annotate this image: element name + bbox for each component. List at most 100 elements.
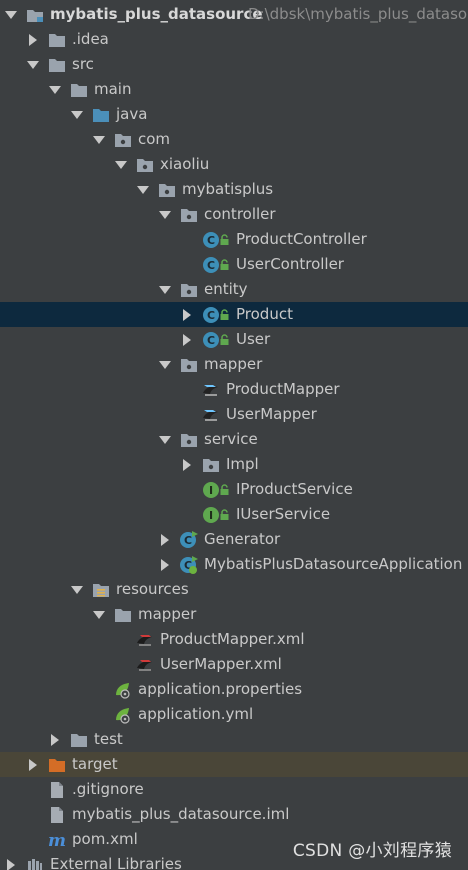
chevron-down-icon[interactable] xyxy=(158,277,172,302)
xml-mapper-icon xyxy=(134,652,156,677)
tree-node-application-yml[interactable]: application.yml xyxy=(0,702,468,727)
tree-node-label: mybatisplus xyxy=(182,177,273,202)
chevron-down-icon[interactable] xyxy=(70,577,84,602)
svg-text:C: C xyxy=(207,234,215,247)
tree-node-usermapper[interactable]: UserMapper xyxy=(0,402,468,427)
tree-node-label: test xyxy=(94,727,123,752)
tree-node-label: UserController xyxy=(236,252,344,277)
tree-node-label: ProductMapper.xml xyxy=(160,627,305,652)
folder-icon xyxy=(112,602,134,627)
package-icon xyxy=(178,427,200,452)
tree-node-test[interactable]: test xyxy=(0,727,468,752)
chevron-right-icon[interactable] xyxy=(26,27,40,52)
tree-node-target[interactable]: target xyxy=(0,752,468,777)
chevron-down-icon[interactable] xyxy=(114,152,128,177)
chevron-down-icon[interactable] xyxy=(92,127,106,152)
tree-node-gitignore[interactable]: .gitignore xyxy=(0,777,468,802)
tree-node-label: application.properties xyxy=(138,677,302,702)
tree-node-label: controller xyxy=(204,202,276,227)
tree-node-productmapper-xml[interactable]: ProductMapper.xml xyxy=(0,627,468,652)
tree-node-controller[interactable]: controller xyxy=(0,202,468,227)
tree-node-mapper[interactable]: mapper xyxy=(0,352,468,377)
tree-node-label: ProductController xyxy=(236,227,367,252)
file-icon xyxy=(46,802,68,827)
chevron-right-icon[interactable] xyxy=(48,727,62,752)
module-folder-icon xyxy=(24,2,46,27)
chevron-down-icon[interactable] xyxy=(158,352,172,377)
library-icon xyxy=(24,852,46,870)
tree-node-label: .gitignore xyxy=(72,777,144,802)
tree-node-src[interactable]: src xyxy=(0,52,468,77)
svg-text:C: C xyxy=(207,309,215,322)
chevron-down-icon[interactable] xyxy=(92,602,106,627)
chevron-down-icon[interactable] xyxy=(4,2,18,27)
lock-icon xyxy=(217,302,231,327)
chevron-right-icon[interactable] xyxy=(26,752,40,777)
chevron-right-icon[interactable] xyxy=(4,852,18,870)
tree-node-label: MybatisPlusDatasourceApplication xyxy=(204,552,462,577)
chevron-right-icon[interactable] xyxy=(180,327,194,352)
tree-node-productmapper[interactable]: ProductMapper xyxy=(0,377,468,402)
folder-icon xyxy=(46,52,68,77)
mapper-icon xyxy=(200,402,222,427)
package-icon xyxy=(112,127,134,152)
tree-node-service[interactable]: service xyxy=(0,427,468,452)
tree-node-usermapper-xml[interactable]: UserMapper.xml xyxy=(0,652,468,677)
tree-node-label: main xyxy=(94,77,131,102)
tree-node-main[interactable]: main xyxy=(0,77,468,102)
folder-icon xyxy=(46,27,68,52)
folder-icon xyxy=(68,77,90,102)
tree-node-label: target xyxy=(72,752,118,777)
spring-boot-class-icon: C xyxy=(178,552,200,577)
tree-node-idea[interactable]: .idea xyxy=(0,27,468,52)
chevron-right-icon[interactable] xyxy=(158,527,172,552)
tree-node-generator[interactable]: C Generator xyxy=(0,527,468,552)
watermark: CSDN @小刘程序猿 xyxy=(293,836,452,861)
file-icon xyxy=(46,777,68,802)
tree-node-productcontroller[interactable]: C ProductController xyxy=(0,227,468,252)
package-icon xyxy=(178,352,200,377)
tree-node-label: Generator xyxy=(204,527,280,552)
tree-node-label: pom.xml xyxy=(72,827,138,852)
chevron-right-icon[interactable] xyxy=(180,452,194,477)
package-icon xyxy=(134,152,156,177)
tree-node-mybatis-plus-datasource-iml[interactable]: mybatis_plus_datasource.iml xyxy=(0,802,468,827)
tree-node-label: resources xyxy=(116,577,189,602)
tree-node-xiaoliu[interactable]: xiaoliu xyxy=(0,152,468,177)
chevron-down-icon[interactable] xyxy=(48,77,62,102)
chevron-down-icon[interactable] xyxy=(26,52,40,77)
tree-node-com[interactable]: com xyxy=(0,127,468,152)
excluded-folder-icon xyxy=(46,752,68,777)
tree-node-resources[interactable]: resources xyxy=(0,577,468,602)
lock-icon xyxy=(217,252,231,277)
tree-node-mapper[interactable]: mapper xyxy=(0,602,468,627)
tree-node-java[interactable]: java xyxy=(0,102,468,127)
tree-node-label: mapper xyxy=(204,352,262,377)
tree-node-label: entity xyxy=(204,277,248,302)
svg-text:C: C xyxy=(184,534,192,547)
chevron-right-icon[interactable] xyxy=(180,302,194,327)
chevron-down-icon[interactable] xyxy=(70,102,84,127)
tree-node-entity[interactable]: entity xyxy=(0,277,468,302)
tree-node-label: Impl xyxy=(226,452,259,477)
chevron-down-icon[interactable] xyxy=(136,177,150,202)
chevron-down-icon[interactable] xyxy=(158,427,172,452)
tree-node-mybatisplus[interactable]: mybatisplus xyxy=(0,177,468,202)
source-folder-icon xyxy=(90,102,112,127)
tree-node-impl[interactable]: Impl xyxy=(0,452,468,477)
chevron-down-icon[interactable] xyxy=(158,202,172,227)
tree-node-label: IUserService xyxy=(236,502,330,527)
chevron-right-icon[interactable] xyxy=(158,552,172,577)
module-path: D:\dbsk\mybatis_plus_datasou xyxy=(248,2,468,27)
lock-icon xyxy=(217,327,231,352)
folder-icon xyxy=(68,727,90,752)
tree-node-label: mapper xyxy=(138,602,196,627)
tree-node-application-properties[interactable]: application.properties xyxy=(0,677,468,702)
